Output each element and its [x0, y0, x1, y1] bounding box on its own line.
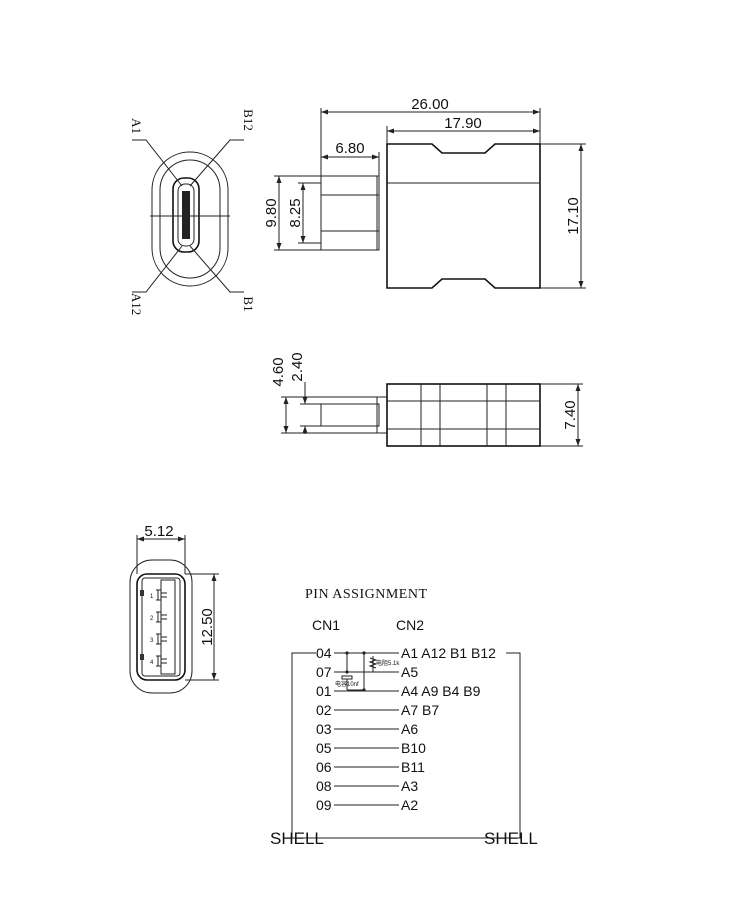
cn2-pins: A6	[401, 721, 418, 737]
front-view: A1 B12 A12 B1	[129, 109, 256, 315]
pin-row: 02 A7 B7	[316, 702, 439, 718]
dim-usba-height: 12.50	[199, 608, 216, 646]
front-outer-shell	[151, 151, 229, 287]
pin-label-a1: A1	[129, 118, 144, 134]
shell-bracket-left	[291, 652, 331, 839]
cn1-header: CN1	[312, 617, 340, 633]
cn2-pins: B11	[401, 759, 425, 775]
usbc-receptacle-inner	[177, 183, 195, 247]
usba-pin-number: 4	[150, 660, 154, 666]
pin-row: 05 B10	[316, 740, 426, 756]
dim-body-height: 17.10	[565, 197, 582, 235]
cn2-pins: A2	[401, 797, 418, 813]
bottom-body	[386, 383, 541, 447]
dim-body-length: 17.90	[444, 115, 482, 132]
shell-label-right: SHELL	[484, 829, 538, 848]
dim-plug-outer: 9.80	[263, 198, 280, 227]
cn1-pin: 08	[316, 778, 332, 794]
cn2-header: CN2	[396, 617, 424, 633]
shell-bracket-right	[480, 652, 521, 839]
cn1-pin: 03	[316, 721, 332, 737]
pin-row: 06 B11	[316, 759, 425, 775]
cn1-pin: 09	[316, 797, 332, 813]
cn1-pin: 02	[316, 702, 332, 718]
dim-usba-width: 5.12	[144, 523, 173, 540]
resistor-label: 电阻5.1k	[376, 659, 400, 667]
capacitor-label: 电容10nf	[335, 680, 359, 688]
cn1-pin: 06	[316, 759, 332, 775]
pin-row: 07 A5	[316, 664, 418, 680]
cn2-pins: A1 A12 B1 B12	[401, 645, 496, 661]
pin-row: 04 A1 A12 B1 B12	[316, 645, 496, 661]
shell-label-left: SHELL	[270, 829, 324, 848]
pin-label-b12: B12	[241, 109, 256, 131]
pin-label-b1: B1	[241, 296, 256, 311]
usba-contacts: 1 2 3 4	[140, 589, 167, 667]
usba-opening	[141, 577, 181, 677]
leader-a12	[132, 245, 183, 293]
cn1-pin: 04	[316, 645, 332, 661]
bottom-plug	[320, 403, 380, 427]
cn2-pins: B10	[401, 740, 426, 756]
side-view: 26.00 17.90 6.80 9.80 8.25 17.10	[263, 96, 586, 289]
pin-label-a12: A12	[129, 293, 144, 315]
usba-pin-number: 3	[150, 638, 154, 644]
pin-assignment-title: PIN ASSIGNMENT	[305, 587, 428, 602]
dim-plug-length: 6.80	[335, 140, 364, 157]
leader-b12	[189, 139, 244, 187]
pin-row: 01 A4 A9 B4 B9	[316, 683, 481, 699]
usba-pin-number: 1	[150, 594, 154, 600]
side-plug	[320, 175, 380, 251]
usb-a-view: 1 2 3 4 5.12 12.50	[129, 523, 219, 694]
pin-row: 03 A6	[316, 721, 418, 737]
dim-plug-inner: 8.25	[287, 198, 304, 227]
dim-overall-length: 26.00	[411, 96, 449, 113]
usba-shell	[136, 573, 186, 681]
dim-body-thickness: 7.40	[562, 400, 579, 429]
cn2-pins: A5	[401, 664, 418, 680]
cn1-pin: 05	[316, 740, 332, 756]
usbc-tongue	[182, 191, 190, 239]
cn1-pin: 01	[316, 683, 332, 699]
leader-a1	[132, 139, 183, 187]
cn1-pin: 07	[316, 664, 332, 680]
usba-pin-number: 2	[150, 616, 154, 622]
leader-b1	[189, 245, 244, 293]
dim-bottom-plug-inner: 2.40	[289, 352, 306, 381]
bottom-view: 4.60 2.40 7.40	[270, 352, 583, 447]
dim-bottom-plug-outer: 4.60	[270, 357, 287, 386]
cn2-pins: A7 B7	[401, 702, 439, 718]
usba-outer-shell	[129, 559, 193, 694]
usba-tongue	[160, 579, 176, 675]
pin-row: 08 A3	[316, 778, 418, 794]
side-body	[386, 143, 541, 289]
front-inner-shell	[159, 159, 221, 279]
usbc-receptacle-outer	[172, 177, 200, 253]
pin-row: 09 A2	[316, 797, 418, 813]
cn2-pins: A3	[401, 778, 418, 794]
cn2-pins: A4 A9 B4 B9	[401, 683, 481, 699]
